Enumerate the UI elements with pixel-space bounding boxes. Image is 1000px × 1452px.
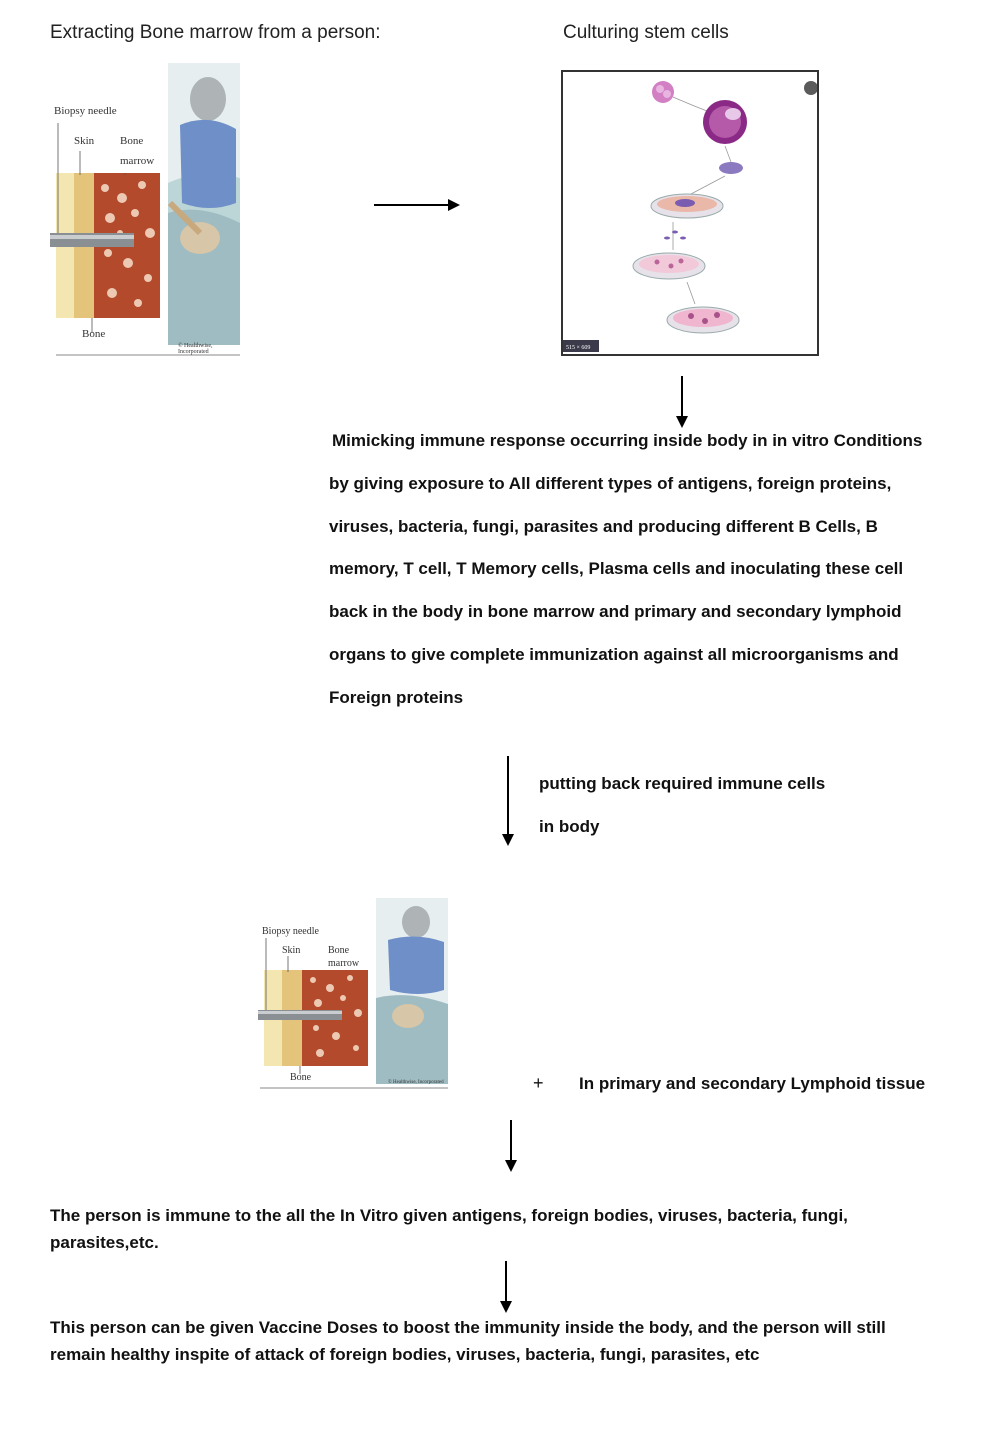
right-arrow-icon <box>372 196 462 219</box>
label-bone-2: Bone <box>290 1072 312 1083</box>
size-tag: 515 × 609 <box>566 345 590 351</box>
final-line-1: This person can be given Vaccine Doses t… <box>50 1318 886 1337</box>
down-arrow-icon-1 <box>673 374 691 435</box>
label-skin-2: Skin <box>282 945 301 956</box>
paragraph-line-2: by giving exposure to All different type… <box>329 473 892 493</box>
down-arrow-icon-3 <box>502 1118 520 1179</box>
left-title: Extracting Bone marrow from a person: <box>50 22 381 43</box>
putting-back-line-2: in body <box>539 817 600 836</box>
down-arrow-icon-2 <box>499 754 517 855</box>
down-arrow-icon-4 <box>497 1259 515 1320</box>
final-line-2: remain healthy inspite of attack of fore… <box>50 1345 760 1364</box>
plus-symbol: + <box>533 1073 544 1093</box>
label-bone-marrow-2a: Bone <box>328 945 350 956</box>
bone-marrow-biopsy-figure-bottom: Biopsy needle Skin Bone marrow Bone © He… <box>258 898 450 1092</box>
label-skin: Skin <box>74 135 95 147</box>
immune-response-paragraph: Mimicking immune response occurring insi… <box>329 420 969 720</box>
label-bone: Bone <box>82 328 106 340</box>
paragraph-line-4: memory, T cell, T Memory cells, Plasma c… <box>329 559 904 579</box>
right-title: Culturing stem cells <box>563 22 729 43</box>
paragraph-line-6: organs to give complete immunization aga… <box>329 644 899 664</box>
bone-marrow-biopsy-figure-top: Biopsy needle Skin Bone marrow Bone © He… <box>50 63 242 358</box>
figure-credit: © Healthwise, Incorporated <box>178 343 213 355</box>
paragraph-line-7: Foreign proteins <box>329 687 464 707</box>
result-line-1: The person is immune to the all the In V… <box>50 1206 848 1225</box>
putting-back-line-1: putting back required immune cells <box>539 774 826 793</box>
stem-cell-culture-figure: 515 × 609 <box>561 70 819 356</box>
paragraph-line-3: viruses, bacteria, fungi, parasites and … <box>329 516 878 536</box>
label-bone-marrow-2b: marrow <box>328 958 360 969</box>
label-bone-marrow-1: Bone <box>120 135 144 147</box>
label-bone-marrow-2: marrow <box>120 155 155 167</box>
label-biopsy-needle: Biopsy needle <box>54 105 117 117</box>
lymphoid-tissue-text: In primary and secondary Lymphoid tissue <box>579 1074 926 1093</box>
paragraph-line-1: Mimicking immune response occurring insi… <box>332 431 923 450</box>
paragraph-line-5: back in the body in bone marrow and prim… <box>329 602 902 622</box>
result-line-2: parasites,etc. <box>50 1233 159 1252</box>
label-biopsy-needle-2: Biopsy needle <box>262 926 319 937</box>
figure-credit-2: © Healthwise, Incorporated <box>388 1080 444 1085</box>
